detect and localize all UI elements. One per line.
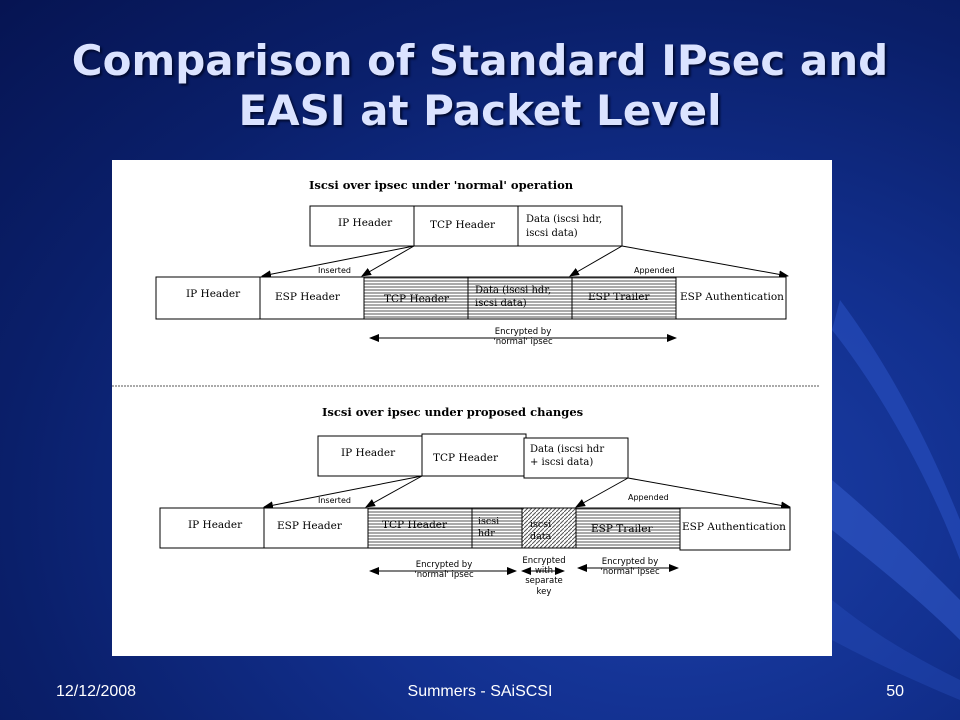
top-arrow-inserted-right xyxy=(361,245,415,277)
bottom-iscsi-hdr-label-1: iscsi xyxy=(478,516,499,527)
footer-page-number: 50 xyxy=(886,683,904,700)
top-ip-label: IP Header xyxy=(186,288,241,300)
top-esp-auth-label: ESP Authentication xyxy=(680,291,784,303)
top-esp-trailer-label: ESP Trailer xyxy=(588,291,650,303)
bottom-enc-right-label-2: 'normal' ipsec xyxy=(600,567,660,577)
bottom-arrow-appended-right xyxy=(627,477,791,510)
bottom-iscsi-data xyxy=(521,507,577,549)
top-orig-ip-label: IP Header xyxy=(338,217,393,229)
top-arrow-appended-right xyxy=(621,245,789,279)
top-orig-data-label-1: Data (iscsi hdr, xyxy=(526,214,602,225)
bottom-ip-header xyxy=(159,507,265,549)
bottom-ip-label: IP Header xyxy=(188,519,243,531)
top-tcp-label: TCP Header xyxy=(384,293,450,305)
slide-title: Comparison of Standard IPsec and EASI at… xyxy=(40,36,920,136)
bottom-orig-tcp-header xyxy=(421,433,527,477)
top-data-label-2: iscsi data) xyxy=(475,298,527,309)
bottom-appended-label: Appended xyxy=(628,493,669,502)
bottom-tcp-label: TCP Header xyxy=(382,519,448,531)
bottom-enc-mid-label-4: key xyxy=(537,587,552,597)
bottom-inserted-label: Inserted xyxy=(318,496,351,505)
bottom-arrow-inserted-left xyxy=(263,475,423,510)
footer-center: Summers - SAiSCSI xyxy=(407,683,553,700)
bottom-orig-data-label-1: Data (iscsi hdr xyxy=(530,444,604,455)
packet-diagram-svg: Iscsi over ipsec under 'normal' operatio… xyxy=(112,178,820,597)
bottom-arrow-inserted-right xyxy=(365,475,423,508)
bottom-iscsi-hdr xyxy=(471,507,523,549)
title-line-1: Comparison of Standard IPsec and xyxy=(71,36,889,85)
bottom-esp-header-label: ESP Header xyxy=(277,520,343,532)
bottom-tcp-header xyxy=(367,507,473,549)
bottom-orig-data xyxy=(523,437,629,479)
bottom-heading: Iscsi over ipsec under proposed changes xyxy=(322,405,583,419)
top-esp-trailer xyxy=(571,276,677,320)
top-appended-label: Appended xyxy=(634,266,675,275)
top-esp-header-label: ESP Header xyxy=(275,291,341,303)
top-tcp-header xyxy=(363,276,469,320)
top-inserted-label: Inserted xyxy=(318,266,351,275)
top-enc-label-1: Encrypted by xyxy=(495,327,551,337)
top-orig-data-label-2: iscsi data) xyxy=(526,228,578,239)
top-data-label-1: Data (iscsi hdr, xyxy=(475,285,551,296)
top-orig-tcp-label: TCP Header xyxy=(430,219,496,231)
bottom-enc-right-label-1: Encrypted by xyxy=(602,557,658,567)
top-arrow-inserted-left xyxy=(261,245,415,279)
bottom-esp-trailer xyxy=(575,507,681,549)
bottom-iscsi-data-label-2: data xyxy=(530,531,552,542)
top-enc-label-2: 'normal' ipsec xyxy=(493,337,553,347)
bottom-esp-auth-label: ESP Authentication xyxy=(682,521,786,533)
bottom-esp-trailer-label: ESP Trailer xyxy=(591,523,653,535)
bottom-orig-ip-label: IP Header xyxy=(341,447,396,459)
footer-date: 12/12/2008 xyxy=(56,683,137,700)
bottom-orig-data-label-2: + iscsi data) xyxy=(530,457,593,468)
bottom-esp-auth xyxy=(679,507,791,551)
top-orig-data xyxy=(517,205,623,247)
bottom-iscsi-data-label-1: iscsi xyxy=(530,519,551,530)
bottom-enc-left-label-1: Encrypted by xyxy=(416,560,472,570)
title-line-2: EASI at Packet Level xyxy=(238,86,722,135)
bottom-enc-left-label-2: 'normal' ipsec xyxy=(414,570,474,580)
bottom-orig-tcp-label: TCP Header xyxy=(433,452,499,464)
top-orig-ip-header xyxy=(309,205,415,247)
top-data xyxy=(467,276,573,320)
bottom-iscsi-hdr-label-2: hdr xyxy=(478,528,495,539)
bottom-arrow-appended-left xyxy=(575,477,629,508)
top-esp-header xyxy=(259,276,365,320)
top-esp-auth xyxy=(675,276,787,320)
bottom-enc-mid-label-3: separate xyxy=(525,576,563,586)
top-arrow-appended-left xyxy=(569,245,623,277)
bottom-enc-mid-label-1: Encrypted xyxy=(522,556,565,566)
top-heading: Iscsi over ipsec under 'normal' operatio… xyxy=(309,178,574,192)
packet-diagram: Iscsi over ipsec under 'normal' operatio… xyxy=(112,160,832,656)
